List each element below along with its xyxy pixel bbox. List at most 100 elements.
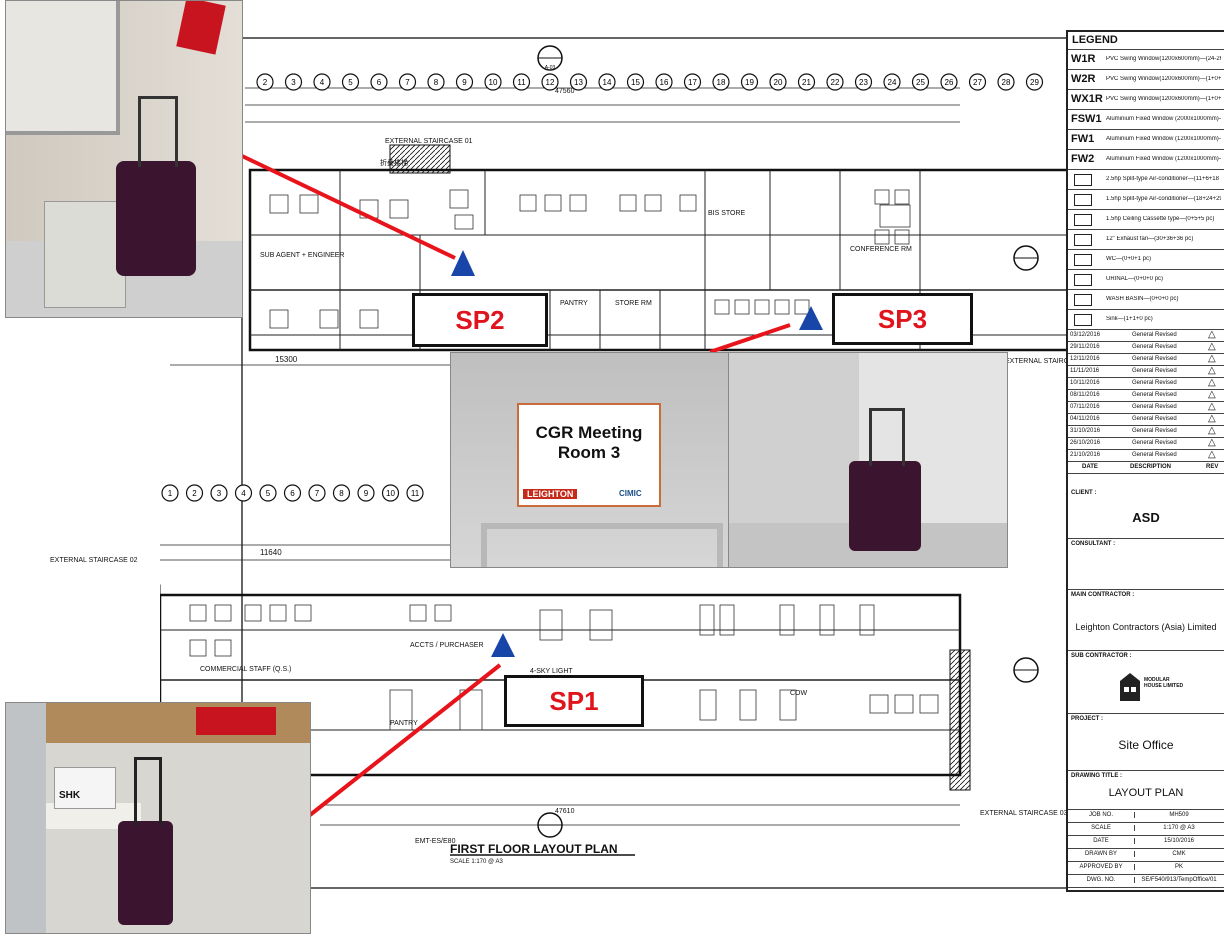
section-marker-bottom <box>537 812 563 838</box>
photo-sp2-shredder <box>44 201 126 308</box>
photo-sp2-suitcase-handle <box>138 96 178 167</box>
revision-description: General Revised <box>1132 368 1177 374</box>
external-staircase-03-label: EXTERNAL STAIRCASE 03 <box>980 810 1068 817</box>
legend-row: 2.5hp Split-type Air-conditioner—(11+6+1… <box>1068 170 1224 190</box>
legend-row: 1.5hp Ceiling Cassette type—(0+5+5 pc) <box>1068 210 1224 230</box>
revision-triangle-icon: △ <box>1208 437 1216 448</box>
drawing-field-row: JOB NO.MH509 <box>1068 810 1224 823</box>
grid-bubble-top-label: 5 <box>348 78 353 87</box>
sp1-label: SP1 <box>504 675 644 727</box>
plan-scale-note: SCALE 1:170 @ A3 <box>450 859 503 865</box>
legend-description: URINAL—(0+0+0 pc) <box>1106 276 1164 282</box>
grid-bubble-bottom <box>161 484 179 502</box>
grid-bubble-top <box>256 73 274 91</box>
legend-code: FW1 <box>1071 133 1095 145</box>
drawing-field-value: SE/F540/913/TempOffice/01 <box>1134 877 1223 883</box>
sub-contractor-logo: MODULAR HOUSE LIMITED <box>1118 671 1188 705</box>
revision-triangle-icon: △ <box>1208 425 1216 436</box>
photo-sp2-noticeboard <box>6 1 120 135</box>
plan-title: FIRST FLOOR LAYOUT PLAN <box>450 842 618 856</box>
photo-sp1-box-label: SHK <box>59 790 81 801</box>
revision-description: General Revised <box>1132 380 1177 386</box>
project-name: Site Office <box>1118 738 1174 752</box>
dimension-15300: 15300 <box>275 355 298 364</box>
sub-contractor-section: SUB CONTRACTOR : MODULAR HOUSE LIMITED <box>1068 651 1224 714</box>
grid-bubble-bottom-label: 7 <box>315 489 320 498</box>
grid-bubble-bottom <box>234 484 253 502</box>
sp3-label: SP3 <box>832 293 973 345</box>
grid-bubble-top-label: 4 <box>320 78 325 87</box>
drawing-field-label: JOB NO. <box>1088 812 1113 818</box>
sp2-label: SP2 <box>412 293 548 347</box>
photo-sp3-suitcase-handle <box>869 408 905 466</box>
grid-bubble-bottom <box>259 484 277 502</box>
grid-bubble-top <box>769 73 787 91</box>
grid-bubble-top <box>569 73 588 91</box>
store-label-upper: STORE RM <box>615 300 652 307</box>
grid-bubble-top <box>598 73 616 91</box>
drawing-field-label: DWG. NO. <box>1086 877 1116 883</box>
grid-bubble-top-label: 11 <box>517 78 526 87</box>
section-marker-right-lower <box>1013 657 1039 683</box>
photo-door-frame <box>481 523 723 567</box>
drawing-field-row: APPROVED BY PK <box>1068 862 1224 875</box>
legend-description: WASH BASIN—(0+0+0 pc) <box>1106 296 1179 302</box>
photo-sp3-suitcase <box>728 352 1008 568</box>
grid-bubble-top-label: 2 <box>263 78 268 87</box>
revision-date: 29/11/2016 <box>1070 344 1100 350</box>
grid-bubble-top <box>940 73 958 91</box>
consultant-section: CONSULTANT : <box>1068 539 1224 590</box>
legend-symbol-icon <box>1074 234 1092 246</box>
grid-bubble-bottom-label: 1 <box>168 489 173 498</box>
drawing-field-label: APPROVED BY <box>1079 864 1123 870</box>
grid-bubble-bottom <box>185 484 204 502</box>
marker-triangle-sp1 <box>491 633 515 657</box>
grid-bubble-top-label: 14 <box>603 78 612 87</box>
external-staircase-01-label: EXTERNAL STAIRCASE 01 <box>385 138 473 145</box>
revision-date: 04/11/2016 <box>1070 416 1100 422</box>
main-contractor-name: Leighton Contractors (Asia) Limited <box>1075 622 1217 632</box>
grid-bubble-top-label: 10 <box>489 78 498 87</box>
grid-bubble-bottom <box>406 484 424 502</box>
legend-symbol-icon <box>1074 314 1092 326</box>
revision-date: 21/10/2016 <box>1070 452 1101 458</box>
legend-symbol-icon <box>1074 274 1092 286</box>
grid-bubble-bottom <box>357 484 375 502</box>
grid-bubble-top-label: 21 <box>802 78 811 87</box>
drawing-field-label: DATE <box>1093 838 1109 844</box>
section-marker-right-upper <box>1013 245 1039 271</box>
legend-row: 1.5hp Split-type Air-conditioner—(18+24+… <box>1068 190 1224 210</box>
grid-bubble-bottom-label: 5 <box>266 489 271 498</box>
legend-description: PVC Swing Window(1200x600mm)—(1+0+0 pc) <box>1106 96 1221 102</box>
drawing-field-value: PK <box>1134 864 1223 870</box>
legend-symbol-icon <box>1074 294 1092 306</box>
legend-symbol-icon <box>1074 214 1092 226</box>
revision-header-date: DATE <box>1082 464 1098 470</box>
grid-bubble-top-label: 19 <box>745 78 754 87</box>
grid-bubble-top <box>284 73 303 91</box>
grid-bubble-top-label: 18 <box>717 78 726 87</box>
sub-agent-label: SUB AGENT + ENGINEER <box>260 252 345 259</box>
grid-bubble-top <box>370 73 388 91</box>
grid-bubble-top-label: 7 <box>405 78 410 87</box>
legend-code: W1R <box>1071 53 1096 65</box>
photo-sp1: SHK <box>5 702 311 934</box>
revision-date: 07/11/2016 <box>1070 404 1100 410</box>
external-staircase-right-label: EXTERNAL STAIRCASE <box>1005 358 1083 365</box>
legend-description: Aluminium Fixed Window (2000x1000mm)—(0+… <box>1106 116 1221 122</box>
grid-bubble-bottom <box>332 484 351 502</box>
photo-sp3-suitcase-body <box>849 461 921 551</box>
grid-bubble-top-label: 22 <box>831 78 840 87</box>
grid-bubble-bottom-label: 9 <box>364 489 369 498</box>
total-dimension-top: 47560 <box>555 88 575 95</box>
grid-bubble-top <box>427 73 445 91</box>
grid-bubble-bottom-label: 4 <box>241 489 246 498</box>
emt-label: EMT-ES/E80 <box>415 838 456 845</box>
legend-description: Aluminium Fixed Window (1200x1000mm)—(0+… <box>1106 156 1221 162</box>
